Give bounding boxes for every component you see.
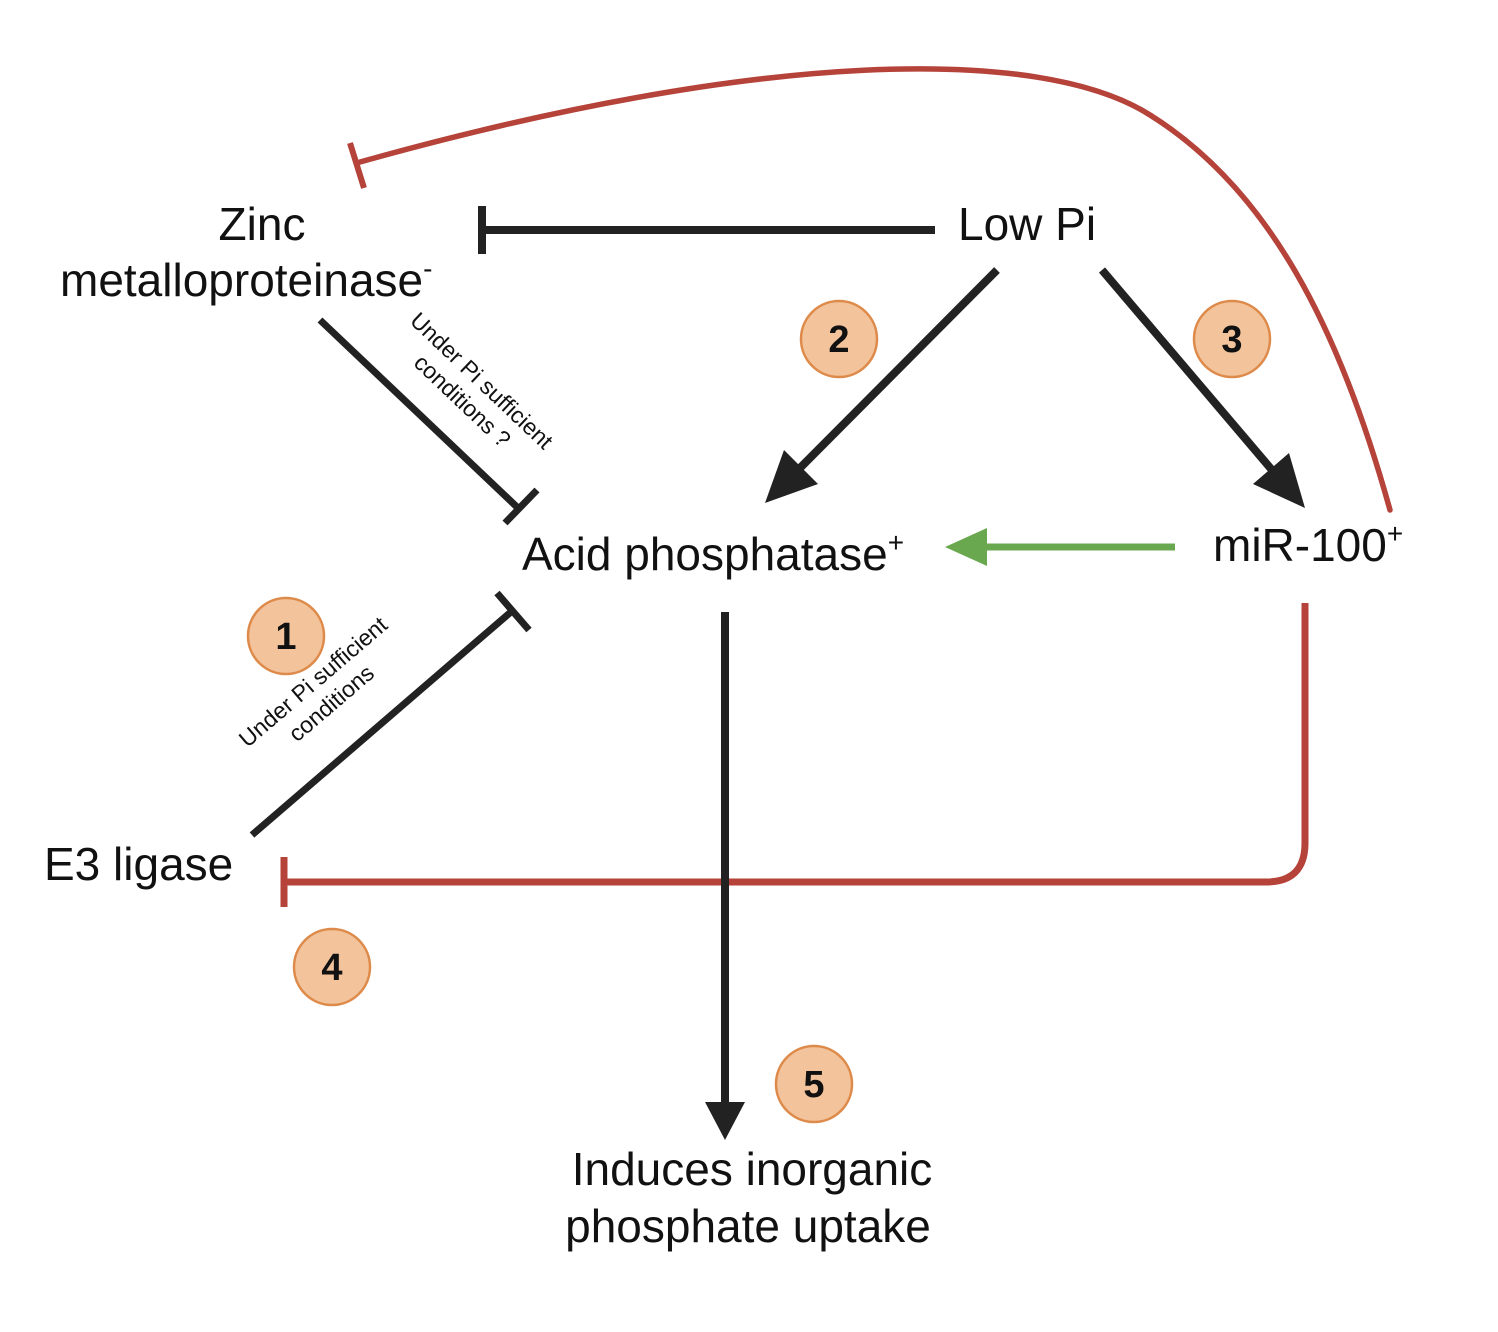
zinc-inhibits-acid-line [317, 317, 521, 511]
badge-2-text: 2 [828, 319, 849, 361]
uptake-label-line2: phosphate uptake [565, 1200, 931, 1252]
badge-1: 1 [246, 596, 326, 676]
badge-2: 2 [799, 299, 879, 379]
lowpi-to-mir100-arrowhead [1253, 453, 1305, 508]
badge-3: 3 [1192, 299, 1272, 379]
zinc-label-line1: Zinc [219, 198, 306, 250]
zinc-inhibits-acid-bar [502, 487, 540, 526]
mir100-inhibits-zinc-curve [357, 66, 1393, 513]
badge-5: 5 [774, 1044, 854, 1124]
e3-inhibits-acid-bar [494, 590, 532, 633]
mir100-to-acid-arrowhead [945, 528, 987, 566]
zinc-label-main: metalloproteinase [60, 254, 423, 306]
e3-ligase-label: E3 ligase [44, 838, 233, 890]
badge-4-text: 4 [321, 947, 342, 989]
badge-4: 4 [292, 927, 372, 1007]
badge-5-text: 5 [803, 1064, 824, 1106]
zinc-condition-note: Under Pi sufficient conditions ? [405, 307, 558, 454]
lowpi-to-acid-line [797, 267, 1000, 471]
acid-to-uptake-arrowhead [705, 1102, 745, 1140]
acid-label-sup: + [888, 527, 904, 558]
zinc-label-line2: metalloproteinase- [60, 253, 432, 306]
badge-1-text: 1 [275, 616, 296, 658]
mir100-label: miR-100+ [1213, 518, 1403, 571]
badge-3-text: 3 [1221, 319, 1242, 361]
mir100-inhibits-zinc-bar [347, 142, 367, 189]
low-pi-label: Low Pi [958, 198, 1096, 250]
lowpi-to-mir100-line [1098, 267, 1276, 473]
mir100-label-main: miR-100 [1213, 519, 1387, 571]
mir100-inhibits-e3-path [285, 603, 1309, 886]
acid-phosphatase-label: Acid phosphatase+ [522, 527, 904, 580]
uptake-label-line1: Induces inorganic [572, 1143, 933, 1195]
mir100-label-sup: + [1387, 518, 1403, 549]
e3-inhibits-acid-line [249, 608, 515, 838]
acid-label-main: Acid phosphatase [522, 528, 888, 580]
lowpi-to-acid-arrowhead [765, 450, 818, 503]
zinc-label-sup: - [423, 253, 432, 284]
